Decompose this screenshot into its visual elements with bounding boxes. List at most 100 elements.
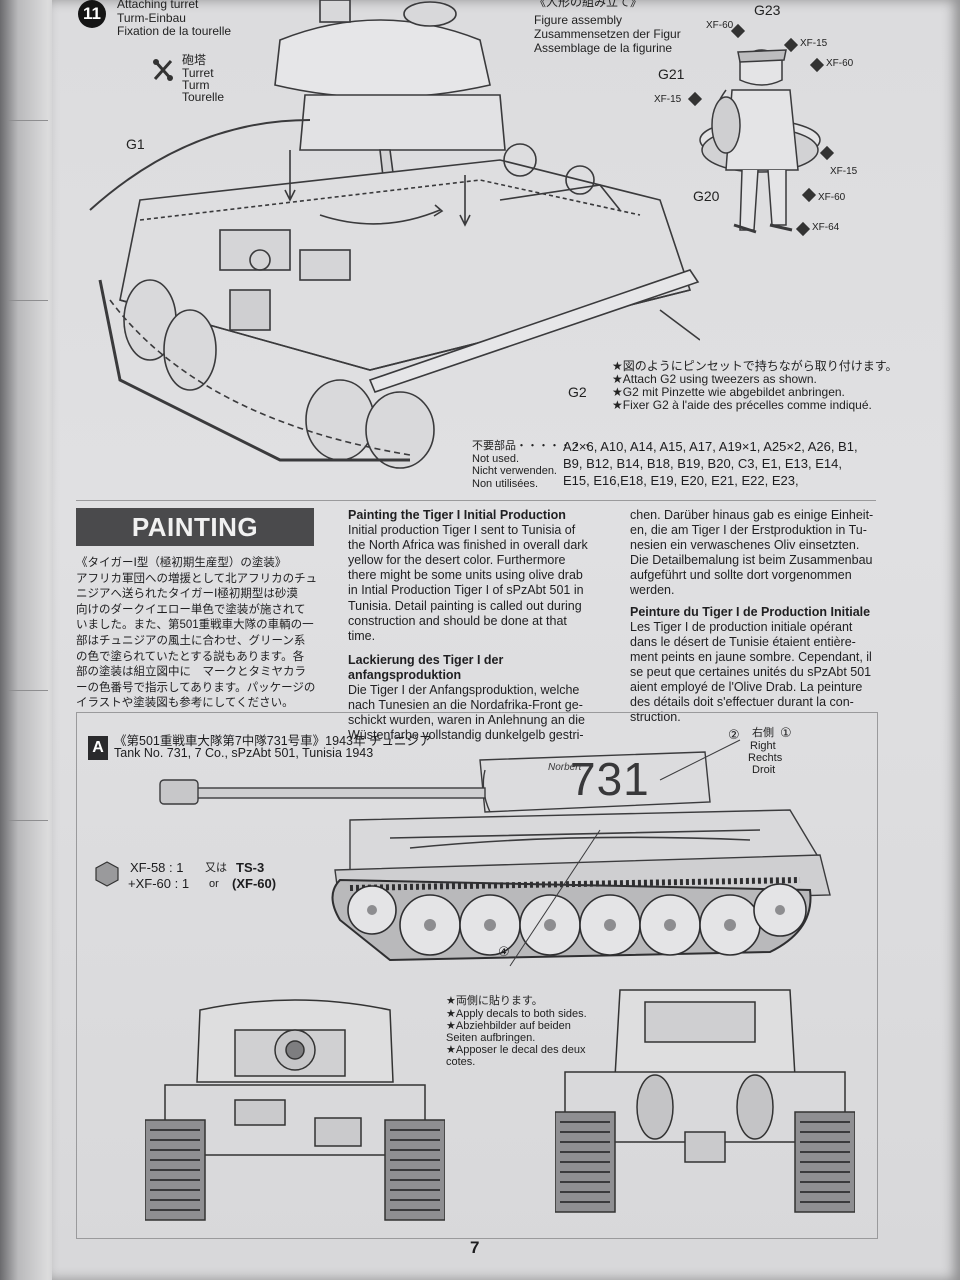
unused-line: B9, B12, B14, B18, B19, B20, C3, E1, E13… [563,456,842,471]
unused-line: A2×6, A10, A14, A15, A17, A19×1, A25×2, … [563,439,858,454]
part-label-g2: G2 [568,384,587,400]
painting-banner: PAINTING [76,508,314,546]
en-line: construction and should be done at that [348,613,567,628]
scheme-a-letter: A [88,736,108,760]
section-divider [76,500,876,501]
unused-parts-list: A2×6, A10, A14, A15, A17, A19×1, A25×2, … [563,438,858,489]
step-title-fr: Fixation de la tourelle [117,24,232,38]
painting-text-en: Painting the Tiger I Initial Production … [348,508,608,743]
or-en: or [209,878,219,890]
right-side-de: Rechts [748,752,783,764]
unused-label-en: Not used. [472,452,520,465]
en-line: in Intial Production Tiger I of sPzAbt 5… [348,583,584,598]
jp-heading: 《タイガーⅠ型（極初期生産型）の塗装》 [76,557,287,569]
paint-nut-icon [95,861,119,887]
fr-heading: Peinture du Tiger I de Production Initia… [630,604,871,619]
step-title-en: Attaching turret [117,0,199,11]
decal-note-de-1: ★Abziehbilder auf beiden [446,1020,571,1032]
de-line: werden. [630,583,675,598]
figure-part-g23: G23 [754,2,781,18]
tank-front-view [145,999,445,1221]
jp-line: 向けのダークイエロー単色で塗装が施されて [76,603,306,616]
en-line: there might be some units using olive dr… [348,568,583,583]
right-side-en: Right [750,740,776,752]
turret-name-decal: Norbert [548,762,582,773]
decal-note-de-2: Seiten aufbringen. [446,1032,536,1044]
turret-label-de: Turm [182,78,210,92]
paint-call: XF-60 [818,192,846,203]
paint-call: XF-15 [654,94,682,105]
or-jp: 又は [205,862,227,874]
decal-number-2: ② [728,727,740,742]
jp-line: イラストや塗装図も参考にしてください。 [76,697,294,710]
paint-call: XF-15 [830,166,858,177]
ts3-alt-label: (XF-60) [232,876,277,891]
scheme-a-title-jp: 《第501重戦車大隊第7中隊731号車》1943年 チュニジア [114,734,432,748]
de-line: nesien ein verwaschenes Oliv einsetzten. [630,538,860,553]
de-line: Wüstenfarbe vollstandig dunkelgelb gestr… [348,728,584,743]
de-line: en, die am Tiger I der Erstproduktion in… [630,523,867,538]
figure-part-g20: G20 [693,188,720,204]
unused-parts-labels: 不要部品・・・・・・・ Not used. Nicht verwenden. N… [472,440,593,490]
decal-number-1: ① [780,725,792,740]
fr-line: struction. [630,710,681,725]
jp-line: ーの色番号で指示してあります。パッケージの [76,681,316,694]
painting-text-de-fr: chen. Darüber hinaus gab es einige Einhe… [630,508,880,725]
de-line: nach Tunesien an die Nordafrika-Front ge… [348,698,583,713]
step-note-fr: ★Fixer G2 à l'aide des précelles comme i… [612,398,872,412]
fr-line: Les Tiger I de production initiale opéra… [630,619,853,634]
right-side-fr: Droit [752,764,776,776]
unused-label-jp: 不要部品・・・・・・・ [472,440,593,452]
jp-line: 部の塗装は組立図中に マークとタミヤカラ [76,666,306,679]
unused-label-fr: Non utilisées. [472,477,539,490]
step-note-de: ★G2 mit Pinzette wie abgebildet anbringe… [612,385,845,399]
en-heading: Painting the Tiger I Initial Production [348,508,566,522]
painting-text-jp: 《タイガーⅠ型（極初期生産型）の塗装》 アフリカ軍団への増援として北アフリカのチ… [76,556,317,712]
tank-rear-view [555,989,855,1213]
unused-label-de: Nicht verwenden. [472,465,557,477]
de-line: Die Tiger I der Anfangsproduktion, welch… [348,683,580,698]
turret-label-jp: 砲塔 [182,53,207,67]
step-note-jp: ★図のようにピンセットで持ちながら取り付けます。 [612,359,898,373]
turret-label-fr: Tourelle [182,90,225,104]
tank-side-view [159,739,831,967]
step-title-de: Turm-Einbau [117,11,186,25]
en-line: the North Africa was finished in overall… [348,538,588,553]
figure-drawing [699,49,821,234]
figure-title-fr: Assemblage de la figurine [534,41,673,55]
paint-call: XF-60 [706,20,734,31]
step-note-en: ★Attach G2 using tweezers as shown. [612,372,817,386]
en-line: yellow for the desert color. Furthermore [348,553,566,568]
fr-line: ment peints en jaune sombre. Cependant, … [630,649,872,664]
jp-line: 部はチュニジアの風土に合わせ、グリーン系 [76,634,306,647]
de-line: aufgeführt und sollte dort vorgenommen [630,568,852,583]
left-facing-page [0,0,60,1280]
de-line: chen. Darüber hinaus gab es einige Einhe… [630,508,874,522]
jp-line: ニジアへ送られたタイガーⅠ極初期型は砂漠 [76,588,298,601]
decal-note-en: ★Apply decals to both sides. [446,1008,587,1020]
jp-line: の色で塗られていたとする説もあります。各 [76,650,305,663]
unused-line: E15, E16,E18, E19, E20, E21, E22, E23, [563,473,799,488]
turret-number-decal: 731 [570,753,650,805]
ts3-label: TS-3 [236,860,265,875]
fr-line: se peut que certaines unités du sPzAbt 5… [630,664,872,679]
decal-note-fr-1: ★Apposer le decal des deux [446,1044,586,1056]
paint-call: XF-64 [812,222,840,233]
part-label-g1: G1 [126,136,145,152]
mix-line-2: +XF-60 : 1 [128,876,190,891]
scheme-a-frame [76,712,878,1239]
en-line: Tunisia. Detail painting is called out d… [348,598,582,613]
figure-part-g21: G21 [658,66,685,82]
fr-line: des détails doit s'effectuer durant la c… [630,695,854,710]
jp-line: いました。また、第501重戦車大隊の車輌の一 [76,619,314,632]
de-line: schickt wurden, waren in Anlehnung an di… [348,713,585,728]
paint-call: XF-60 [826,58,854,69]
glue-wrench-icon [153,59,173,81]
fr-line: dans le désert de Tunisie étaient entièr… [630,634,856,649]
figure-title-en: Figure assembly [534,13,623,27]
step-number-badge: 11 [78,0,106,28]
decal-number-4: ④ [498,944,510,959]
jp-line: アフリカ軍団への増援として北アフリカのチュ [76,572,318,585]
right-side-jp: 右側 [752,727,774,739]
page-number: 7 [470,1238,480,1257]
